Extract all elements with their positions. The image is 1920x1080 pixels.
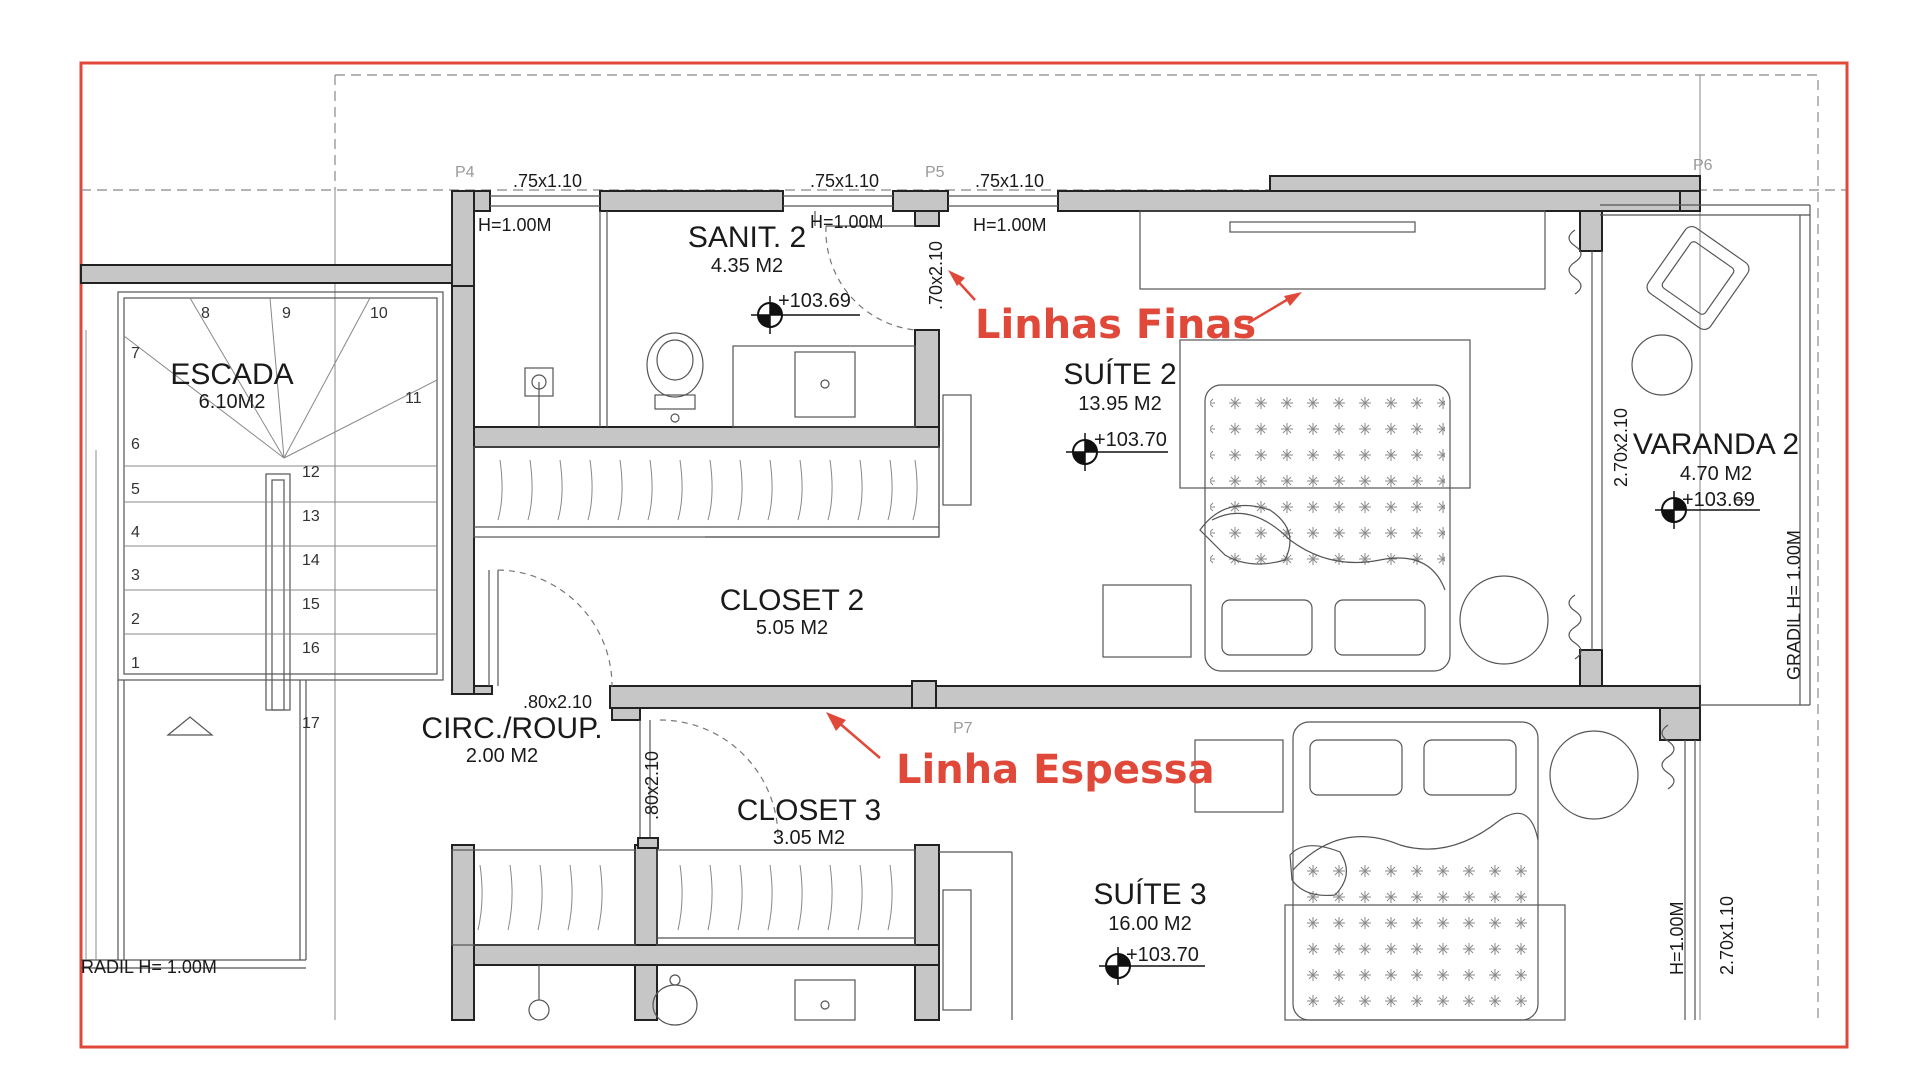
closet2-wardrobe xyxy=(473,394,972,687)
suite2-label: SUÍTE 2 xyxy=(1063,358,1176,391)
door-closet3-dim: .80x2.10 xyxy=(642,751,662,820)
walls xyxy=(80,175,1701,1021)
pillar-p5: P5 xyxy=(925,164,945,181)
bed-icon xyxy=(1204,384,1451,672)
suite2-area: 13.95 M2 xyxy=(1078,393,1161,415)
step-1: 1 xyxy=(131,655,140,672)
step-17: 17 xyxy=(302,715,320,732)
step-5: 5 xyxy=(131,481,140,498)
circ-area: 2.00 M2 xyxy=(466,745,538,767)
suite3-furniture xyxy=(1194,721,1675,1021)
step-11: 11 xyxy=(405,390,422,407)
level-marker-icon xyxy=(751,296,860,334)
sanit2-label: SANIT. 2 xyxy=(688,221,806,254)
arrow-thin-2 xyxy=(1247,296,1291,325)
step-15: 15 xyxy=(302,596,320,613)
escada-area: 6.10M2 xyxy=(199,391,266,413)
window-bottom-dim: 2.70x1.10 xyxy=(1717,896,1737,975)
level-marker-icon xyxy=(1099,947,1205,985)
sill-c-dim: H=1.00M xyxy=(973,215,1047,235)
roof-outline xyxy=(335,74,1819,1020)
sill-a-dim: H=1.00M xyxy=(478,215,552,235)
door-sanit-dim: .70x2.10 xyxy=(926,241,946,310)
gradil-right-dim: GRADIL H= 1.00M xyxy=(1784,530,1804,680)
annotation-thick-line: Linha Espessa xyxy=(896,747,1215,793)
pillar-labels: P4 P5 P6 P7 xyxy=(455,157,1713,737)
suite3-area: 16.00 M2 xyxy=(1108,913,1191,935)
step-8: 8 xyxy=(201,305,210,322)
arrowhead-thin-2 xyxy=(1284,292,1302,306)
sill-b-dim: H=1.00M xyxy=(810,212,884,232)
roof-outline-left xyxy=(81,75,1846,191)
sanit2-area: 4.35 M2 xyxy=(711,255,783,277)
step-7: 7 xyxy=(131,345,140,362)
arrowhead-thick xyxy=(826,712,846,731)
level-markers: +103.69 +103.70 +103.69 +103.70 xyxy=(751,290,1760,985)
stair-step-labels: 1 2 3 4 5 6 7 8 9 10 11 12 13 14 15 16 1… xyxy=(131,305,422,732)
escada-label: ESCADA xyxy=(170,358,293,391)
dimension-labels: .75x1.10 .75x1.10 .75x1.10 H=1.00M H=1.0… xyxy=(81,171,1804,977)
closet3-area: 3.05 M2 xyxy=(773,827,845,849)
varanda-furniture xyxy=(1631,225,1750,501)
arrow-thick xyxy=(837,721,881,759)
step-12: 12 xyxy=(302,464,320,481)
step-14: 14 xyxy=(302,552,320,569)
step-16: 16 xyxy=(302,640,320,657)
suite2-furniture xyxy=(1102,210,1582,672)
window-b-dim: .75x1.10 xyxy=(810,171,879,191)
annotations: Linhas Finas Linha Espessa xyxy=(826,270,1302,793)
step-2: 2 xyxy=(131,611,140,628)
circ-label: CIRC./ROUP. xyxy=(421,712,602,745)
room-labels: ESCADA 6.10M2 SANIT. 2 4.35 M2 SUÍTE 2 1… xyxy=(170,221,1799,935)
gradil-left-dim: RADIL H= 1.00M xyxy=(81,957,217,977)
suite3-level: +103.70 xyxy=(1126,944,1199,966)
sanit2-level: +103.69 xyxy=(778,290,851,312)
step-6: 6 xyxy=(131,436,140,453)
sill-bottom-dim: H=1.00M xyxy=(1667,901,1687,975)
pillar-p6: P6 xyxy=(1693,157,1713,174)
door-varanda-dim: 2.70x2.10 xyxy=(1611,408,1631,487)
step-9: 9 xyxy=(282,305,291,322)
toilet-icon xyxy=(646,332,704,398)
varanda2-label: VARANDA 2 xyxy=(1633,428,1799,461)
annotation-thin-lines: Linhas Finas xyxy=(975,302,1256,348)
window-c-dim: .75x1.10 xyxy=(975,171,1044,191)
level-marker-icon xyxy=(1655,491,1760,529)
frame-border xyxy=(79,61,1849,1049)
closet2-area: 5.05 M2 xyxy=(756,617,828,639)
varanda2-level: +103.69 xyxy=(1682,489,1755,511)
arrowhead-thin-1 xyxy=(948,270,965,286)
sanit-fixtures xyxy=(524,211,916,428)
closet3-furniture xyxy=(451,719,1013,1026)
suite2-level: +103.70 xyxy=(1094,429,1167,451)
step-13: 13 xyxy=(302,508,320,525)
suite3-label: SUÍTE 3 xyxy=(1093,878,1206,911)
step-3: 3 xyxy=(131,567,140,584)
pillar-p4: P4 xyxy=(455,164,475,181)
pillar-p7: P7 xyxy=(953,720,973,737)
step-10: 10 xyxy=(370,305,388,322)
window-a-dim: .75x1.10 xyxy=(513,171,582,191)
door-circ-dim: .80x2.10 xyxy=(523,692,592,712)
step-4: 4 xyxy=(131,524,140,541)
closet3-label: CLOSET 3 xyxy=(737,794,882,827)
armchair-icon xyxy=(1646,225,1750,331)
level-marker-icon xyxy=(1066,433,1168,471)
sink-icon xyxy=(794,351,856,418)
windows xyxy=(490,195,1811,1020)
varanda2-area: 4.70 M2 xyxy=(1680,463,1752,485)
closet2-label: CLOSET 2 xyxy=(720,584,865,617)
staircase xyxy=(81,291,444,969)
